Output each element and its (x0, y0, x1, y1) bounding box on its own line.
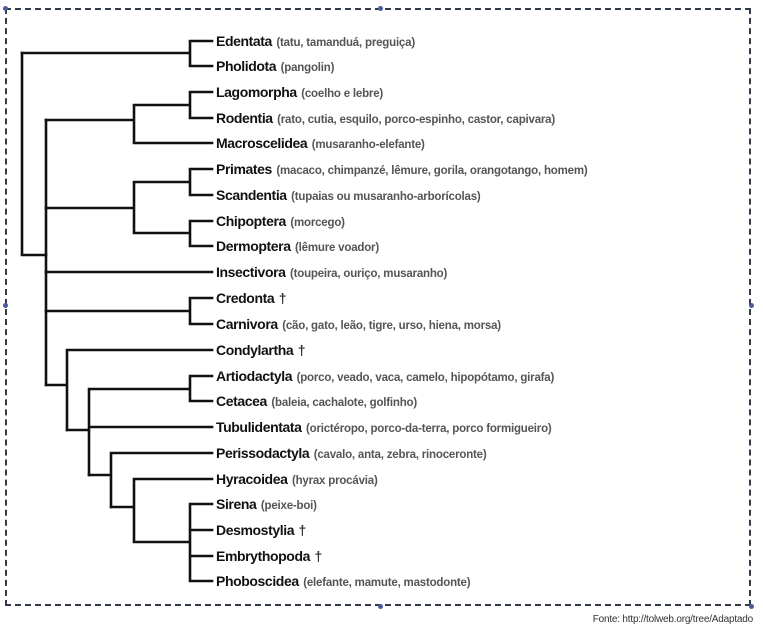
taxon-examples: (coelho e lebre) (301, 88, 384, 100)
resize-handle-top-left[interactable] (3, 6, 8, 11)
taxon-examples: (rato, cutia, esquilo, porco-espinho, ca… (277, 114, 556, 126)
branch-paenungulata (109, 477, 214, 583)
taxon-primates: Primates (macaco, chimpanzé, lêmure, gor… (216, 159, 588, 179)
branch-ferae (44, 296, 214, 326)
taxon-name: Perissodactyla (216, 445, 310, 461)
taxon-sirena: Sirena (peixe-boi) (216, 494, 317, 514)
taxon-name: Hyracoidea (216, 471, 288, 487)
resize-handle-top[interactable] (378, 6, 383, 11)
taxon-name: Chipoptera (216, 213, 286, 229)
extinct-dagger-icon: † (298, 522, 307, 538)
taxon-macroscelidea: Macroscelidea (musaranho-elefante) (216, 133, 425, 153)
taxon-lagomorpha: Lagomorpha (coelho e lebre) (216, 82, 383, 102)
taxon-name: Pholidota (216, 58, 277, 74)
taxon-credonta: Credonta † (216, 288, 287, 308)
source-caption: Fonte: http://tolweb.org/tree/Adaptado (592, 614, 753, 625)
taxon-name: Dermoptera (216, 238, 291, 254)
branch-root (20, 51, 48, 257)
resize-handle-bottom-right[interactable] (749, 604, 754, 609)
taxon-examples: (musaranho-elefante) (311, 139, 425, 151)
branch-glires (44, 90, 214, 145)
taxon-name: Edentata (216, 33, 272, 49)
taxon-examples: (baleia, cachalote, golfinho) (271, 397, 417, 409)
branch-edentata-pholidota (20, 39, 214, 68)
taxon-name: Tubulidentata (216, 419, 302, 435)
branch-archonta (44, 167, 214, 248)
taxon-examples: (morcego) (290, 217, 345, 229)
taxon-examples: (hyrax procávia) (291, 475, 378, 487)
taxon-name: Scandentia (216, 187, 287, 203)
taxon-examples: (tupaias ou musaranho-arborícolas) (291, 191, 481, 203)
taxon-condylartha: Condylartha † (216, 340, 306, 360)
taxon-name: Lagomorpha (216, 84, 297, 100)
taxon-pholidota: Pholidota (pangolin) (216, 56, 334, 76)
taxon-name: Embrythopoda (216, 548, 310, 564)
taxon-examples: (peixe-boi) (260, 500, 317, 512)
branch-ungulata (44, 348, 214, 432)
taxon-name: Artiodactyla (216, 368, 293, 384)
taxon-name: Insectivora (216, 264, 286, 280)
taxon-name: Macroscelidea (216, 135, 308, 151)
taxon-name: Primates (216, 161, 272, 177)
branch-cetartiodactyla (65, 374, 214, 477)
taxon-embrythopoda: Embrythopoda † (216, 546, 322, 566)
taxon-name: Sirena (216, 496, 257, 512)
taxon-name: Cetacea (216, 393, 267, 409)
taxon-perissodactyla: Perissodactyla (cavalo, anta, zebra, rin… (216, 443, 487, 463)
taxon-carnivora: Carnivora (cão, gato, leão, tigre, urso,… (216, 314, 501, 334)
taxon-insectivora: Insectivora (toupeira, ouriço, musaranho… (216, 262, 447, 282)
taxon-cetacea: Cetacea (baleia, cachalote, golfinho) (216, 391, 417, 411)
taxon-examples: (orictéropo, porco-da-terra, porco formi… (306, 423, 552, 435)
extinct-dagger-icon: † (314, 548, 323, 564)
resize-handle-bottom[interactable] (378, 604, 383, 609)
taxon-name: Carnivora (216, 316, 278, 332)
taxon-examples: (cão, gato, leão, tigre, urso, hiena, mo… (282, 320, 501, 332)
taxon-name: Condylartha (216, 342, 294, 358)
taxon-examples: (lêmure voador) (295, 242, 379, 254)
taxon-scandentia: Scandentia (tupaias ou musaranho-arboríc… (216, 185, 481, 205)
extinct-dagger-icon: † (278, 290, 287, 306)
taxon-tubulidentata: Tubulidentata (orictéropo, porco-da-terr… (216, 417, 552, 437)
taxon-name: Credonta (216, 290, 275, 306)
taxon-dermoptera: Dermoptera (lêmure voador) (216, 236, 379, 256)
taxon-examples: (elefante, mamute, mastodonte) (303, 577, 471, 589)
taxon-edentata: Edentata (tatu, tamanduá, preguiça) (216, 31, 415, 51)
taxon-name: Rodentia (216, 110, 273, 126)
taxon-chipoptera: Chipoptera (morcego) (216, 211, 345, 231)
taxon-hyracoidea: Hyracoidea (hyrax procávia) (216, 469, 378, 489)
taxon-desmostylia: Desmostylia † (216, 520, 306, 540)
taxon-examples: (pangolin) (280, 62, 335, 74)
taxon-examples: (toupeira, ouriço, musaranho) (289, 268, 448, 280)
resize-handle-right[interactable] (749, 303, 754, 308)
taxon-examples: (macaco, chimpanzé, lêmure, gorila, oran… (276, 165, 588, 177)
taxon-phoboscidea: Phoboscidea (elefante, mamute, mastodont… (216, 571, 471, 591)
taxon-rodentia: Rodentia (rato, cutia, esquilo, porco-es… (216, 108, 555, 128)
taxon-examples: (porco, veado, vaca, camelo, hipopótamo,… (296, 372, 555, 384)
branch-perissodactyla (87, 451, 214, 509)
taxon-artiodactyla: Artiodactyla (porco, veado, vaca, camelo… (216, 366, 554, 386)
taxon-name: Phoboscidea (216, 573, 299, 589)
taxon-examples: (tatu, tamanduá, preguiça) (276, 37, 415, 49)
taxon-name: Desmostylia (216, 522, 295, 538)
extinct-dagger-icon: † (297, 342, 306, 358)
resize-handle-left[interactable] (3, 303, 8, 308)
taxon-examples: (cavalo, anta, zebra, rinoceronte) (313, 449, 487, 461)
